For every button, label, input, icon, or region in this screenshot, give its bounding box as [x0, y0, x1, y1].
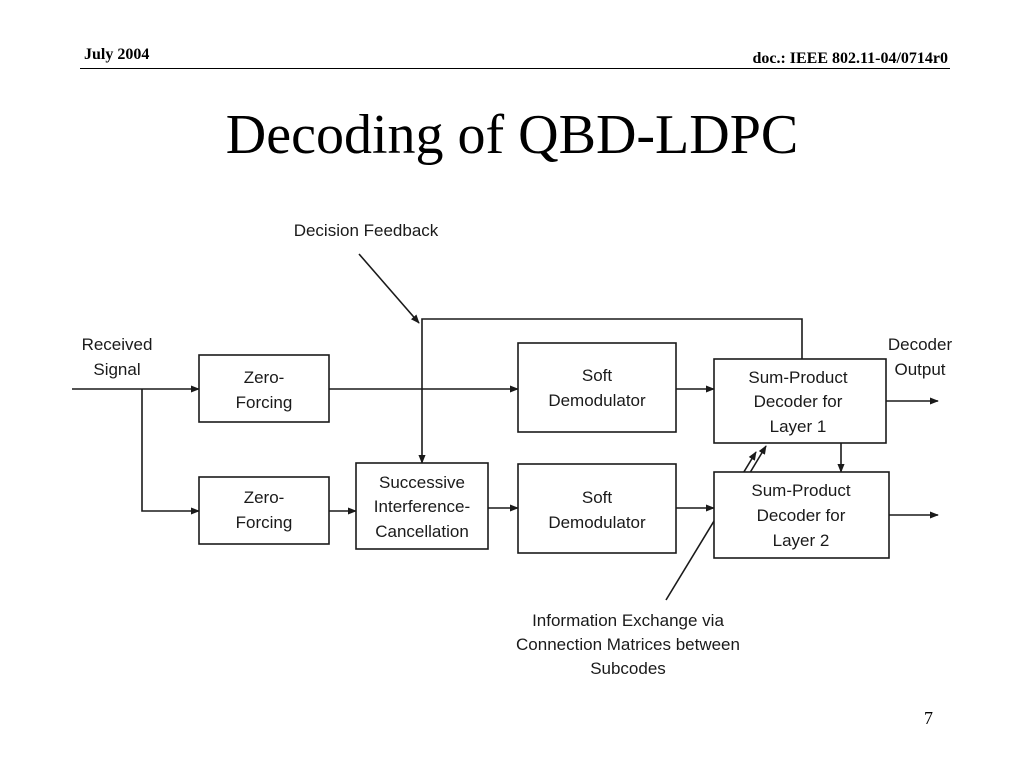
sic-line-3: Cancellation: [375, 522, 469, 541]
header-date: July 2004: [84, 46, 150, 63]
received-signal-line-2: Signal: [93, 360, 140, 379]
block-zero-forcing-1: Zero- Forcing: [198, 354, 330, 423]
zero-forcing-2-line-1: Zero-: [244, 488, 285, 507]
info-exchange-line-2: Connection Matrices between: [516, 635, 740, 654]
soft-demod-1-line-1: Soft: [582, 366, 613, 385]
sic-line-2: Interference-: [374, 497, 470, 516]
zero-forcing-2-line-2: Forcing: [236, 513, 293, 532]
block-zero-forcing-2: Zero- Forcing: [198, 476, 330, 545]
zero-forcing-1-line-1: Zero-: [244, 368, 285, 387]
received-signal-line-1: Received: [82, 335, 153, 354]
page-number: 7: [924, 708, 933, 728]
zero-forcing-1-line-2: Forcing: [236, 393, 293, 412]
info-exchange-line-3: Subcodes: [590, 659, 666, 678]
block-sum-product-decoder-layer-1: Sum-Product Decoder for Layer 1: [713, 358, 887, 444]
decoder-output-line-1: Decoder: [888, 335, 953, 354]
spd1-line-3: Layer 1: [770, 417, 827, 436]
block-soft-demodulator-1: Soft Demodulator: [517, 342, 677, 433]
spd2-line-2: Decoder for: [757, 506, 846, 525]
block-soft-demodulator-2: Soft Demodulator: [517, 463, 677, 554]
wire-input-branch: [141, 389, 200, 515]
spd1-line-2: Decoder for: [754, 392, 843, 411]
header-doc-id: doc.: IEEE 802.11-04/0714r0: [752, 50, 948, 67]
label-information-exchange: Information Exchange via Connection Matr…: [516, 611, 740, 678]
slide-title: Decoding of QBD-LDPC: [225, 104, 799, 166]
soft-demod-2-line-2: Demodulator: [548, 513, 646, 532]
label-decision-feedback: Decision Feedback: [294, 221, 439, 240]
decision-feedback-pointer: [358, 253, 420, 324]
spd1-line-1: Sum-Product: [748, 368, 847, 387]
sic-line-1: Successive: [379, 473, 465, 492]
label-received-signal: Received Signal: [82, 335, 153, 379]
block-sum-product-decoder-layer-2: Sum-Product Decoder for Layer 2: [713, 471, 890, 559]
signal-wires: [72, 253, 939, 601]
decoder-output-line-2: Output: [894, 360, 945, 379]
block-successive-interference-cancellation: Successive Interference- Cancellation: [355, 462, 489, 550]
soft-demod-2-line-1: Soft: [582, 488, 613, 507]
info-exchange-line-1: Information Exchange via: [532, 611, 724, 630]
spd2-line-1: Sum-Product: [751, 481, 850, 500]
header-divider: [80, 68, 950, 69]
spd2-line-3: Layer 2: [773, 531, 830, 550]
soft-demod-1-line-2: Demodulator: [548, 391, 646, 410]
label-decoder-output: Decoder Output: [888, 335, 953, 379]
wire-decision-feedback: [418, 318, 803, 464]
